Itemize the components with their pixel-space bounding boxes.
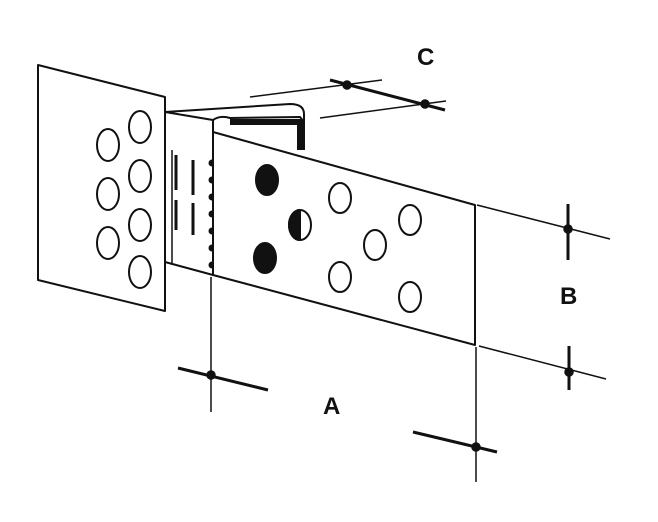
dimension-a xyxy=(177,277,498,482)
dimension-c xyxy=(249,78,447,119)
dimension-label-a: A xyxy=(323,393,341,420)
front-plate xyxy=(212,131,476,346)
dimension-label-c: C xyxy=(417,44,435,71)
dimension-label-b: B xyxy=(560,283,578,310)
dimension-b xyxy=(476,204,611,390)
left-flange-plate xyxy=(37,64,166,312)
